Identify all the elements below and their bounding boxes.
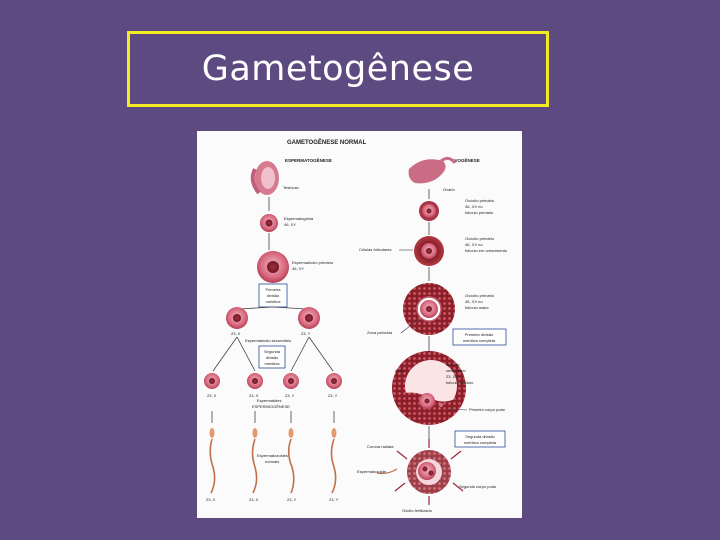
- sperm-karyotype: 23, X: [249, 497, 259, 502]
- svg-text:meiótica completa: meiótica completa: [464, 440, 497, 445]
- oocyte2-label: 46, XX no: [465, 242, 483, 247]
- spermatids-label: Espermátides: [257, 398, 281, 403]
- secondary-oocyte-label: folículo maduro: [446, 380, 474, 385]
- svg-text:meiótica completa: meiótica completa: [463, 338, 496, 343]
- svg-text:meiótica: meiótica: [266, 299, 282, 304]
- spermatid-karyotype: 23, Y: [285, 393, 295, 398]
- antrum-label: Antro: [395, 368, 405, 373]
- primary-spermatocyte-label: Espermatócito primário: [292, 260, 334, 265]
- svg-text:meiótica: meiótica: [265, 361, 281, 366]
- svg-text:Segunda: Segunda: [264, 349, 281, 354]
- svg-text:Segunda divisão: Segunda divisão: [465, 434, 495, 439]
- oocyte1-label: Ovócito primário: [465, 198, 495, 203]
- primary-spermatocyte-karyotype: 46, XY: [292, 266, 304, 271]
- svg-text:divisão: divisão: [266, 355, 279, 360]
- oocyte2-label: folículo em crescimento: [465, 248, 508, 253]
- oocyte1-label: 46, XX no: [465, 204, 483, 209]
- fertilized-oocyte-label: Oócito fertilizado: [402, 508, 433, 513]
- spermatogonia-label: Espermatogônia: [284, 216, 314, 221]
- ovary-label: Ovário: [443, 187, 456, 192]
- second-meiotic-division-box: Segunda divisão meiótica: [259, 346, 285, 368]
- spermatogenesis-header: ESPERMATOGÊNESE: [285, 156, 332, 163]
- normal-sperm-label-2: normais: [265, 459, 279, 464]
- testis-label: Testículo: [283, 185, 300, 190]
- follicle-cells-label: Células foliculares: [359, 247, 391, 252]
- spermatid-karyotype: 23, X: [207, 393, 217, 398]
- figure-svg: GAMETOGÊNESE NORMAL ESPERMATOGÊNESE Test…: [197, 131, 522, 518]
- secondary-karyotype-x: 23, X: [231, 331, 241, 336]
- testis-icon: [253, 161, 279, 195]
- slide-title: Gametogênese: [202, 49, 475, 89]
- second-polar-body-label: Segundo corpo polar: [459, 484, 497, 489]
- first-meiotic-division-box: Primeira divisão meiótica: [259, 284, 287, 307]
- secondary-oocyte-label: 23, X no: [446, 374, 462, 379]
- oocyte2-label: Ovócito primário: [465, 236, 495, 241]
- spermatozoon-label: Espermatozoide: [357, 469, 387, 474]
- spermatogonia-karyotype: 46, XY: [284, 222, 296, 227]
- title-box: Gametogênese: [127, 31, 549, 107]
- svg-text:Primeira divisão: Primeira divisão: [465, 332, 494, 337]
- figure-heading: GAMETOGÊNESE NORMAL: [287, 138, 367, 146]
- spermatid-cells: [204, 373, 342, 389]
- sperm-karyotype: 23, Y: [287, 497, 297, 502]
- corona-radiata-label: Corona radiata: [367, 444, 394, 449]
- spermiogenesis-label: ESPERMIOGÊNESE: [252, 404, 290, 409]
- oocyte1-label: folículo primário: [465, 210, 494, 215]
- secondary-spermatocyte-label: Espermatócito secundário: [245, 338, 292, 343]
- oocyte3-label: folículo maior: [465, 305, 489, 310]
- normal-sperm-label: Espermatozoides: [257, 453, 288, 458]
- first-polar-body-label: Primeiro corpo polar: [469, 407, 506, 412]
- sperm-karyotype: 23, X: [206, 497, 216, 502]
- secondary-oocyte-label: secundário: [446, 368, 466, 373]
- oocyte3-label: 46, XX no: [465, 299, 483, 304]
- oocyte3-label: Ovócito primário: [465, 293, 495, 298]
- second-meiotic-complete-box: Segunda divisão meiótica completa: [455, 431, 505, 447]
- svg-text:Primeira: Primeira: [266, 287, 282, 292]
- first-meiotic-complete-box: Primeira divisão meiótica completa: [453, 329, 506, 345]
- gametogenesis-figure: GAMETOGÊNESE NORMAL ESPERMATOGÊNESE Test…: [197, 131, 522, 518]
- secondary-karyotype-y: 23, Y: [301, 331, 311, 336]
- spermatid-karyotype: 23, Y: [328, 393, 338, 398]
- zona-pellucida-label: Zona pelúcida: [367, 330, 393, 335]
- ovary-icon: [409, 158, 455, 183]
- svg-text:divisão: divisão: [267, 293, 280, 298]
- secondary-oocyte-label: Ovócito: [446, 362, 460, 367]
- sperm-karyotype: 23, Y: [329, 497, 339, 502]
